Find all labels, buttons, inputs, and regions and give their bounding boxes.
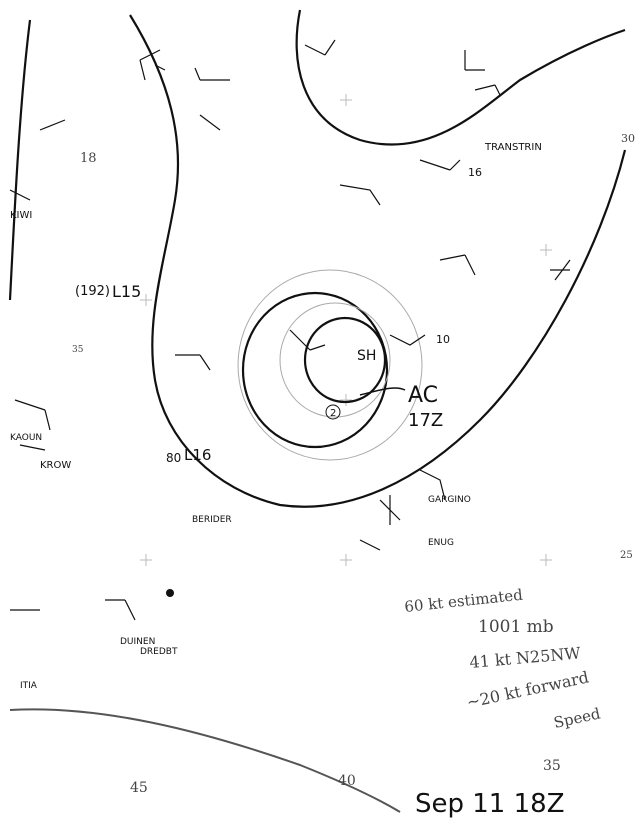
isobar-ring-inner [303,316,387,404]
estimate-note-4: ~20 kt forward [465,667,591,711]
station-number-10: 10 [436,333,450,346]
station-number-16: 16 [468,166,482,179]
grid-marks [140,94,552,566]
estimate-note-3: 41 kt N25NW [469,643,582,672]
storm-time: 17Z [408,410,443,431]
center-mark-ring [325,404,341,420]
lat-label-25-right: 25 [620,550,633,561]
estimate-note-5: Speed [552,704,602,732]
isobars [8,9,627,508]
station-berider: BERIDER [192,515,232,525]
lon-label-40: 40 [338,773,356,789]
wind-label-speed-2: 80 [166,451,181,465]
secondary-contours [237,269,423,461]
station-kaoun: KAOUN [10,433,42,443]
lat-label-35-left: 35 [72,345,84,355]
station-dredbt: DREDBT [140,647,178,657]
position-dot [166,589,174,597]
estimate-note-1: 60 kt estimated [404,586,524,616]
station-kiwi: KIWI [10,210,32,221]
lon-label-45: 45 [130,780,148,796]
lon-label-35: 35 [543,758,561,774]
estimate-note-2: 1001 mb [478,617,554,637]
station-duinen: DUINEN [120,637,155,647]
inner-note: SH [357,348,376,364]
lat-label-30-right: 30 [621,132,635,145]
isobar-main [129,14,627,508]
station-itia: ITIA [20,681,38,691]
isobar-ring-outer [241,291,389,449]
wind-label-dir-2: L16 [184,446,211,464]
storm-pointer [359,387,406,396]
storm-label: AC [408,383,438,408]
station-number-18: 18 [80,151,97,166]
center-mark: 2 [330,408,336,419]
station-enug: ENUG [428,538,454,548]
isobar-west [8,19,32,301]
station-krow: KROW [40,460,71,471]
station-plots [9,39,571,621]
date-stamp: Sep 11 18Z [415,789,565,819]
wind-label-dir-1: L15 [112,282,141,301]
station-transtrin: TRANSTRIN [484,142,542,153]
boundary-line [9,708,401,813]
wind-label-speed-1: (192) [75,284,110,299]
isobar-north [295,9,626,146]
station-gargino: GARGINO [428,495,471,505]
